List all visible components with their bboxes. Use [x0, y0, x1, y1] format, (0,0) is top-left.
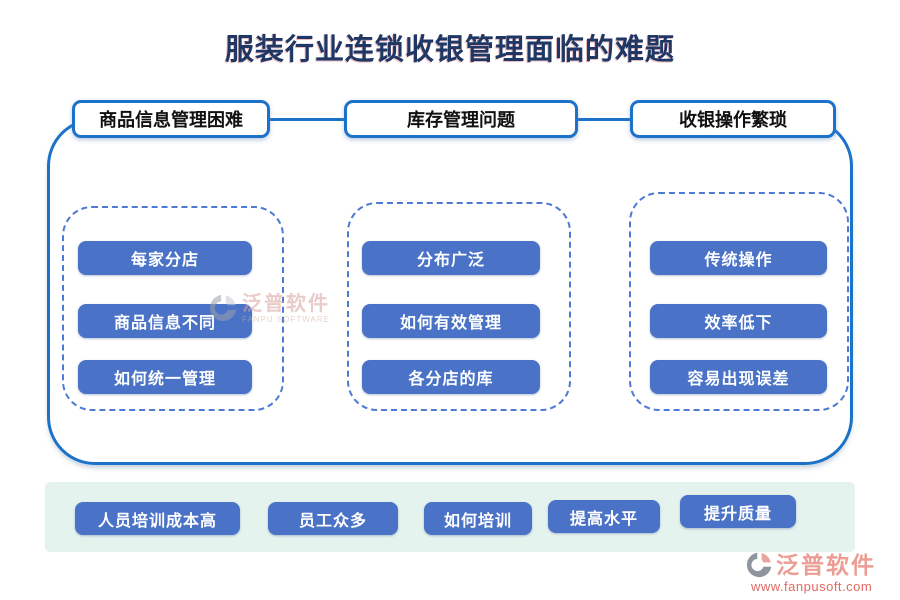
chip-many-employees: 员工众多 — [268, 502, 398, 535]
fanpu-logo-icon — [746, 552, 772, 578]
page-title: 服装行业连锁收银管理面临的难题 — [224, 34, 675, 66]
header-box-cashier-operation: 收银操作繁琐 — [630, 100, 836, 138]
chip-low-efficiency: 效率低下 — [650, 304, 827, 338]
header-box-inventory-management: 库存管理问题 — [344, 100, 578, 138]
chip-training-cost-high: 人员培训成本高 — [75, 502, 240, 535]
chip-how-to-unify-management: 如何统一管理 — [78, 360, 252, 394]
header-box-product-info-management: 商品信息管理困难 — [72, 100, 270, 138]
group-cashier — [629, 192, 849, 411]
chip-every-branch-store: 每家分店 — [78, 241, 252, 275]
group-inventory — [347, 202, 571, 411]
group-product-info — [62, 206, 284, 411]
chip-widely-distributed: 分布广泛 — [362, 241, 540, 275]
chip-product-info-differs: 商品信息不同 — [78, 304, 252, 338]
chip-improve-quality: 提升质量 — [680, 495, 796, 528]
chip-how-to-train: 如何培训 — [424, 502, 532, 535]
chip-traditional-operation: 传统操作 — [650, 241, 827, 275]
chip-error-prone: 容易出现误差 — [650, 360, 827, 394]
chip-raise-level: 提高水平 — [548, 500, 660, 533]
footer-brand: 泛普软件 — [776, 552, 876, 578]
footer-logo: 泛普软件 www.fanpusoft.com — [745, 551, 876, 594]
chip-each-branch-inventory: 各分店的库 — [362, 360, 540, 394]
footer-url: www.fanpusoft.com — [751, 579, 873, 594]
chip-how-to-manage-effectively: 如何有效管理 — [362, 304, 540, 338]
